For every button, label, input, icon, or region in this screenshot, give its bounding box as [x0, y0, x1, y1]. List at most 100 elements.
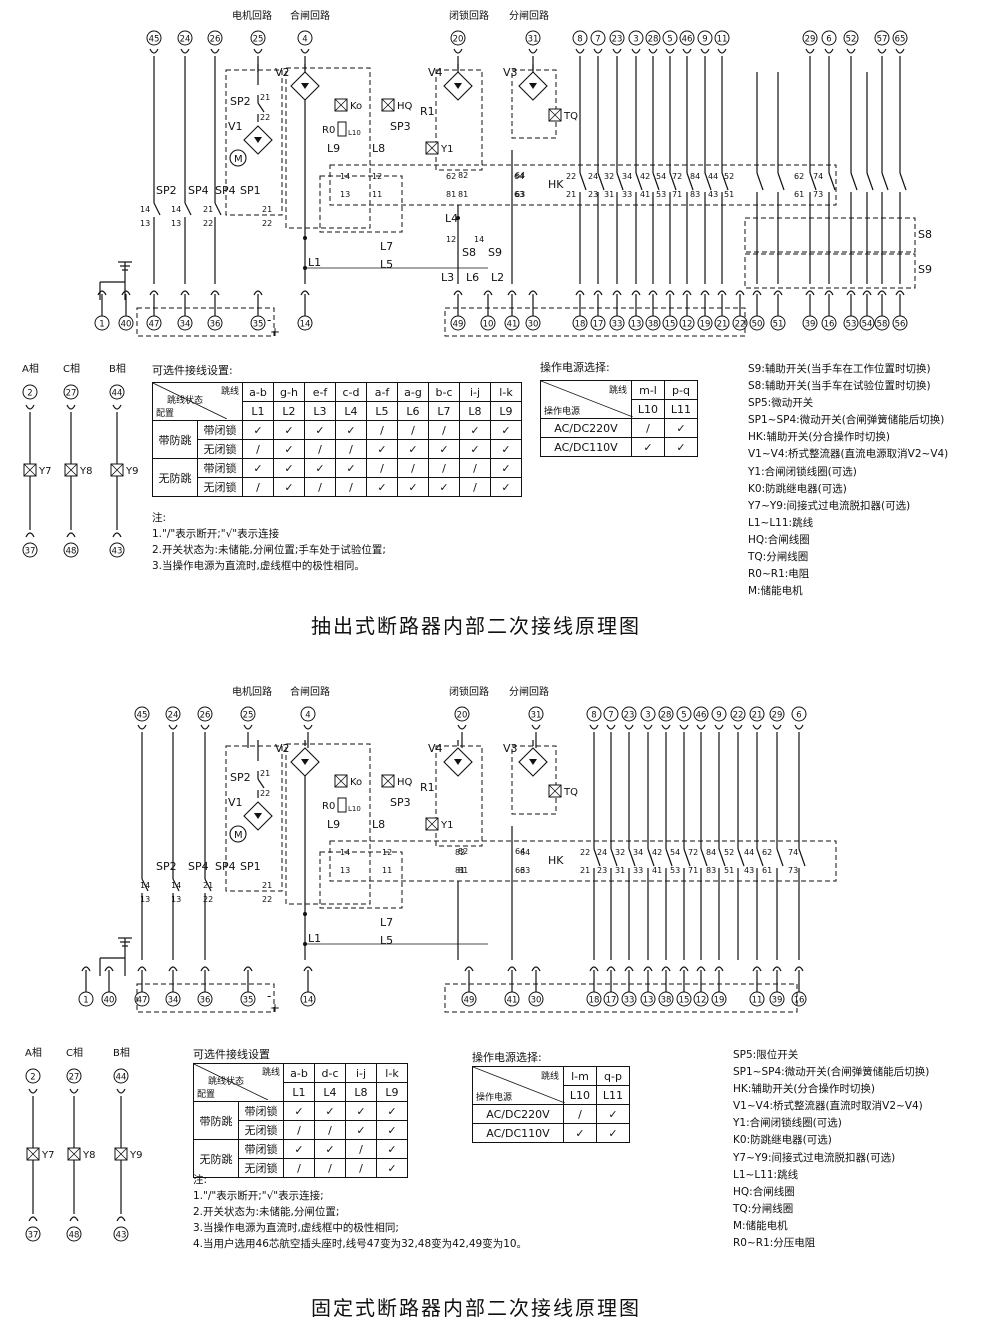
wire: [257, 778, 265, 789]
jumper-header: i-j: [345, 1063, 377, 1083]
bottom-terminal: [504, 991, 520, 1007]
connector-symbol: [700, 290, 710, 296]
s9-label: S9: [918, 263, 932, 276]
component-label: SP4: [215, 860, 236, 873]
connector-symbol: [752, 290, 762, 296]
top-terminal: [843, 30, 859, 46]
component-label: R0: [322, 125, 335, 136]
pin-number: 13: [140, 895, 150, 904]
connector-symbol: [112, 532, 122, 538]
pin-number: 13: [340, 866, 350, 875]
jumper-cell: /: [631, 418, 665, 438]
row-label: 带闭锁: [238, 1139, 284, 1159]
pin-number: 53: [670, 866, 680, 875]
terminal-number: 41: [507, 320, 518, 330]
phase-label: C相: [66, 1046, 83, 1059]
connector-symbol: [28, 1088, 38, 1094]
jumper-cell: ✓: [273, 439, 305, 459]
wire: [257, 102, 265, 113]
pin-number: 21: [260, 93, 270, 102]
connector-symbol: [606, 966, 616, 972]
jumper-cell: ✓: [273, 420, 305, 440]
junction-dot: [303, 236, 307, 240]
bottom-terminal: [250, 315, 266, 331]
jumper-cell: ✓: [376, 1139, 408, 1159]
group-label: 无防跳: [193, 1139, 239, 1178]
top-terminal: [525, 30, 541, 46]
jumper-cell: ✓: [459, 420, 491, 440]
jumper-cell: ✓: [273, 458, 305, 478]
rectifier-label: V4: [428, 742, 443, 755]
top-terminal: [609, 30, 625, 46]
phase-terminal: [25, 1068, 41, 1084]
diode-symbol: [301, 759, 309, 765]
bottom-terminal: [802, 315, 818, 331]
jumper-cell: ✓: [459, 439, 491, 459]
jumper-cell: ✓: [397, 439, 429, 459]
pin-number: 14: [140, 205, 150, 214]
coil-label: HQ: [397, 777, 413, 788]
s8-label: S8: [918, 228, 932, 241]
top-terminal: [454, 706, 470, 722]
jumper-cell: /: [428, 420, 460, 440]
jumper-name: L5: [366, 401, 398, 421]
terminal-number: 19: [700, 320, 711, 330]
component-label: SP2: [156, 860, 177, 873]
terminal-number: 10: [483, 320, 494, 330]
wire: [67, 1147, 81, 1161]
component-label: L4: [445, 212, 458, 225]
connector-symbol: [507, 966, 517, 972]
connector-symbol: [531, 724, 541, 730]
pin-number: 51: [724, 866, 734, 875]
connector-symbol: [643, 724, 653, 730]
terminal-number: 24: [168, 711, 179, 721]
terminal-number: 38: [661, 996, 672, 1006]
wire: [114, 1147, 128, 1161]
pin-number: 11: [372, 190, 382, 199]
pin-number: 71: [688, 866, 698, 875]
pin-number: 14: [140, 881, 150, 890]
jumper-name: L9: [376, 1082, 408, 1102]
connector-symbol: [643, 966, 653, 972]
terminal-number: 58: [877, 320, 888, 330]
pin-number: 82: [455, 848, 465, 857]
connector-symbol: [575, 290, 585, 296]
pin-number: 21: [260, 769, 270, 778]
wire: [172, 878, 180, 892]
top-terminal: [676, 706, 692, 722]
table-row: 无防跳带闭锁✓✓✓✓////✓: [152, 458, 522, 497]
connector-symbol: [168, 724, 178, 730]
terminal-number: 11: [752, 996, 763, 1006]
connector-symbol: [28, 1216, 38, 1222]
row-label: AC/DC220V: [540, 418, 632, 438]
hk-label: HK: [548, 854, 564, 867]
legend-2: SP5:限位开关 SP1~SP4:微动开关(合闸弹簧储能后切换) HK:辅助开关…: [733, 1049, 930, 1250]
row-label: 带闭锁: [238, 1101, 284, 1121]
hk-label: HK: [548, 178, 564, 191]
pin-number: 84: [690, 172, 700, 181]
component-label: -: [267, 313, 271, 327]
connector-symbol: [772, 724, 782, 730]
bottom-terminal: [240, 991, 256, 1007]
terminal-number: 25: [243, 711, 254, 721]
pin-number: 84: [706, 848, 716, 857]
coil-label: Y9: [129, 1150, 142, 1161]
junction-dot: [456, 216, 460, 220]
jumper-cell: /: [314, 1158, 346, 1178]
pin-number: 43: [708, 190, 718, 199]
connector-symbol: [877, 48, 887, 54]
group-label: 带防跳: [152, 420, 198, 459]
pin-number: 71: [672, 190, 682, 199]
coil-label: HQ: [397, 101, 413, 112]
table-corner-cell: 跳线操作电源: [472, 1066, 565, 1105]
wire: [597, 172, 605, 191]
jumper-header: p-q: [664, 380, 698, 400]
terminal-number: 20: [457, 711, 468, 721]
terminal-number: 48: [66, 547, 77, 557]
bottom-terminal: [749, 991, 765, 1007]
terminal-number: 22: [733, 711, 744, 721]
connector-symbol: [593, 48, 603, 54]
terminal-number: 30: [528, 320, 539, 330]
